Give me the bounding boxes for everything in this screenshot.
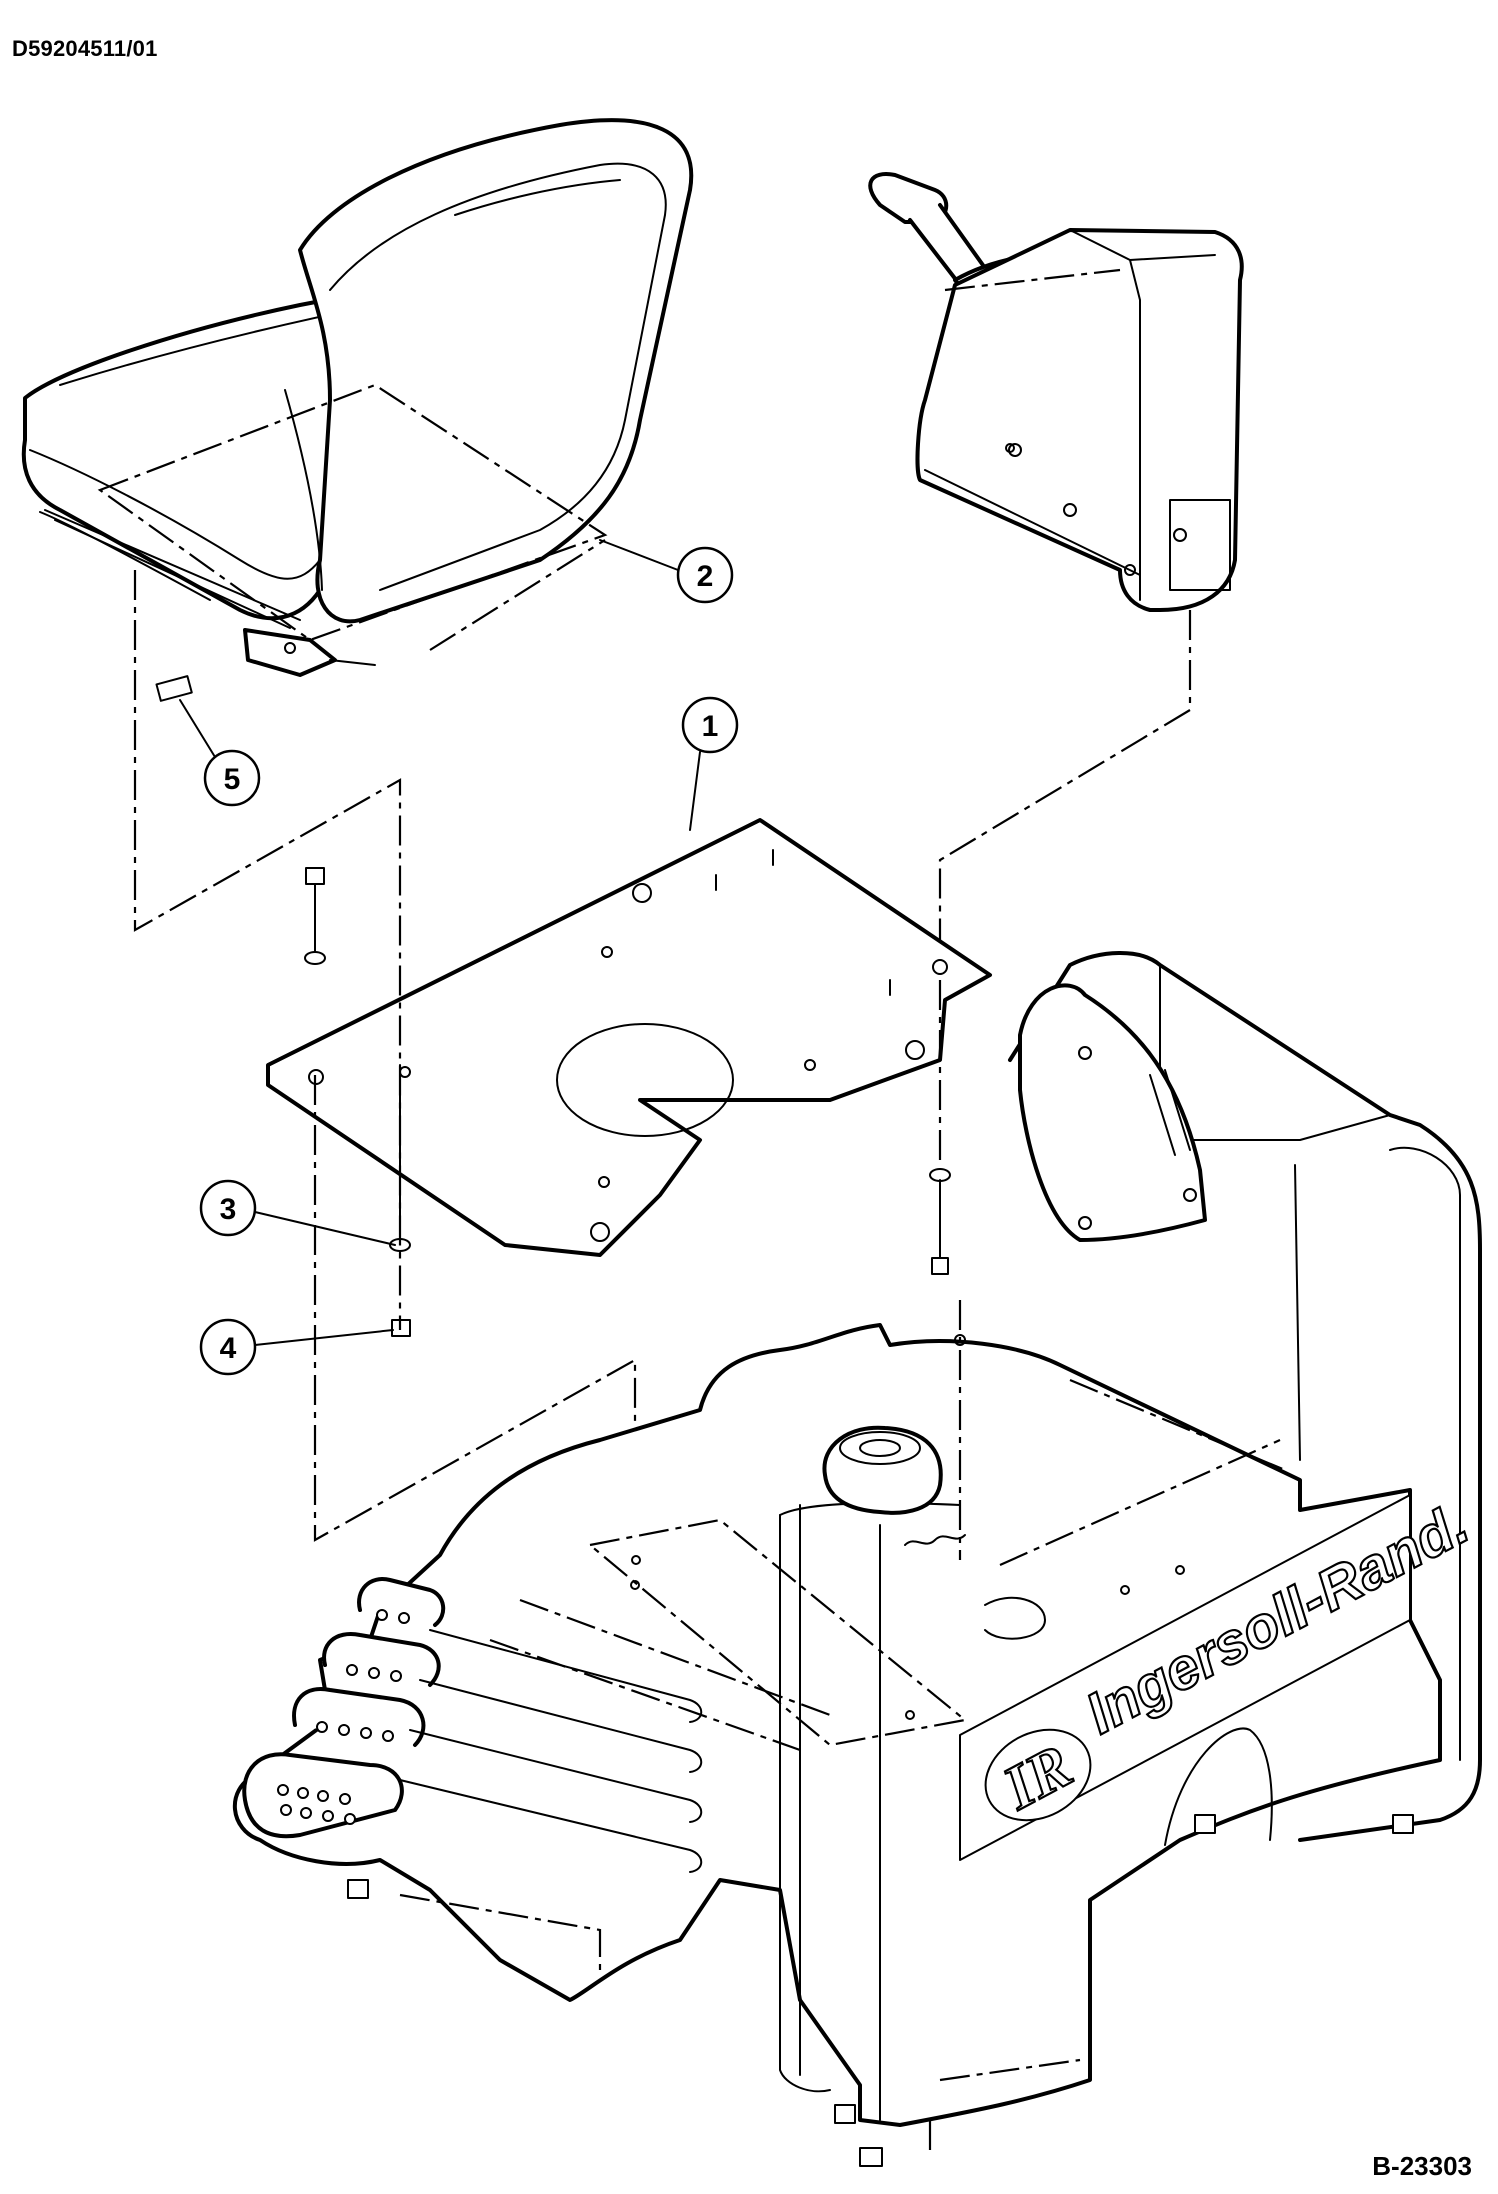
callout-4-label: 4	[220, 1332, 237, 1365]
callout-3: 3	[199, 1179, 396, 1246]
figure-id: B-23303	[1372, 2151, 1472, 2181]
callout-1: 1	[681, 696, 739, 831]
callout-2: 2	[599, 539, 734, 604]
callout-5-label: 5	[224, 763, 241, 796]
callout-1-label: 1	[702, 710, 719, 743]
callout-2-label: 2	[697, 560, 714, 593]
seat-assembly	[21, 118, 694, 702]
callout-5: 5	[179, 699, 261, 807]
callout-3-label: 3	[220, 1193, 237, 1226]
callout-4: 4	[199, 1318, 394, 1376]
mounting-plate	[266, 818, 992, 1337]
control-console	[868, 172, 1244, 960]
document-id: D59204511/01	[12, 36, 158, 61]
